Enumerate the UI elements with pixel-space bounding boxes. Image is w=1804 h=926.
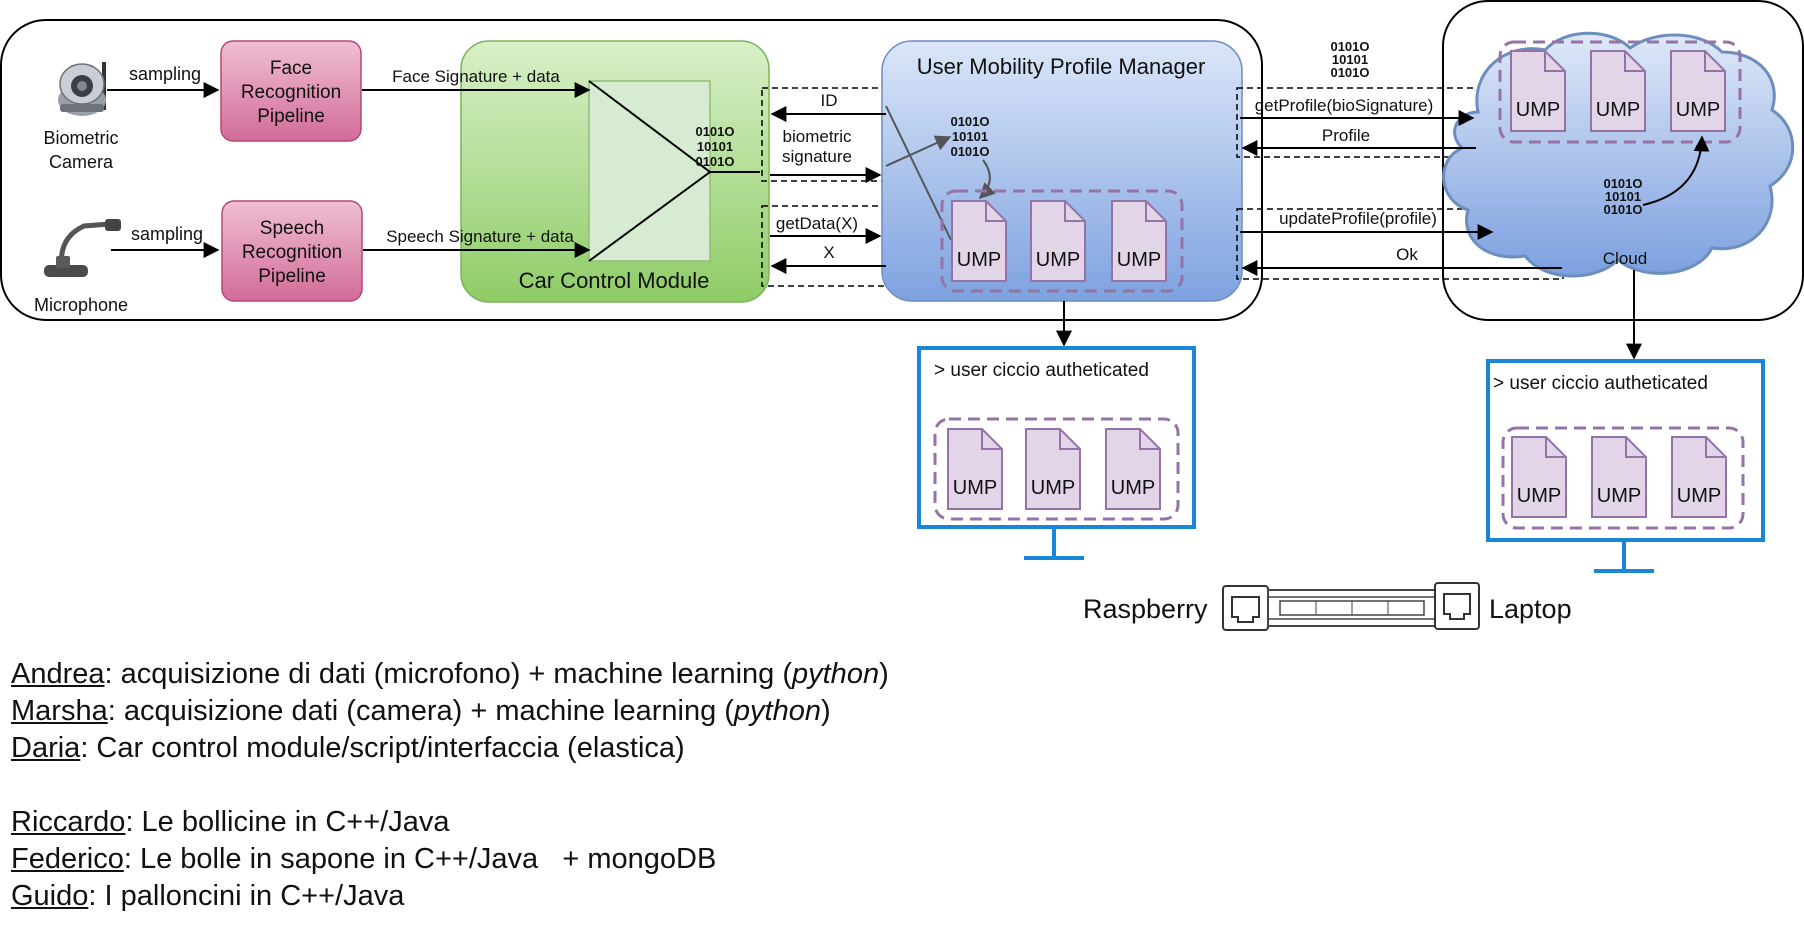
car-control-module-label: Car Control Module: [519, 268, 710, 293]
ok-label: Ok: [1396, 245, 1418, 264]
arrow-x-label: X: [823, 243, 834, 262]
svg-text:UMP: UMP: [1517, 485, 1561, 507]
binary-icon-top: 0101O 10101 0101O: [1330, 39, 1369, 80]
sampling-label-bottom: sampling: [131, 224, 203, 244]
binary-icon-manager: 0101O 10101 0101O: [950, 114, 989, 159]
svg-text:0101O: 0101O: [1330, 65, 1369, 80]
get-profile-label: getProfile(bioSignature): [1255, 96, 1434, 115]
ump-doc-icon: UMP: [1670, 50, 1726, 132]
ump-doc-icon: UMP: [1591, 436, 1647, 518]
svg-text:10101: 10101: [1605, 189, 1641, 204]
ump-doc-icon: UMP: [947, 428, 1003, 510]
ump-doc-icon: UMP: [1510, 50, 1566, 132]
ethernet-port-icon: [1222, 585, 1269, 631]
svg-text:UMP: UMP: [953, 477, 997, 499]
ump-manager-title: User Mobility Profile Manager: [917, 54, 1206, 79]
note-marsha: Marsha: acquisizione dati (camera) + mac…: [11, 695, 831, 727]
ump-doc-icon: UMP: [1111, 200, 1167, 282]
face-pipeline-line-2: Recognition: [241, 82, 341, 103]
ump-doc-icon: UMP: [1671, 436, 1727, 518]
team-notes: Andrea: acquisizione di dati (microfono)…: [11, 656, 889, 915]
svg-text:0101O: 0101O: [1603, 202, 1642, 217]
binary-icon-car: 0101O 10101 0101O: [695, 124, 734, 169]
svg-text:0101O: 0101O: [1330, 39, 1369, 54]
ump-doc-icon: UMP: [1105, 428, 1161, 510]
note-federico: Federico: Le bolle in sapone in C++/Java…: [11, 843, 717, 875]
combiner-box: [588, 80, 711, 262]
ump-doc-icon: UMP: [1590, 50, 1646, 132]
note-andrea: Andrea: acquisizione di dati (microfono)…: [11, 658, 889, 690]
cloud-label: Cloud: [1603, 249, 1647, 268]
svg-text:0101O: 0101O: [695, 124, 734, 139]
arrow-biometric-label-2: signature: [782, 147, 852, 166]
svg-text:UMP: UMP: [1111, 477, 1155, 499]
console-right-text: > user ciccio autheticated: [1493, 373, 1708, 394]
speech-pipeline-line-3: Pipeline: [258, 266, 326, 287]
ump-doc-icon: UMP: [951, 200, 1007, 282]
binary-icon-cloud: 0101O 10101 0101O: [1603, 176, 1642, 217]
svg-text:0101O: 0101O: [1603, 176, 1642, 191]
svg-text:UMP: UMP: [1597, 485, 1641, 507]
svg-text:UMP: UMP: [1516, 99, 1560, 121]
svg-text:0101O: 0101O: [695, 154, 734, 169]
svg-text:10101: 10101: [697, 139, 733, 154]
svg-text:UMP: UMP: [1596, 99, 1640, 121]
sampling-label-top: sampling: [129, 64, 201, 84]
speech-pipeline-line-2: Recognition: [242, 242, 342, 263]
svg-text:UMP: UMP: [1031, 477, 1075, 499]
ump-doc-icon: UMP: [1025, 428, 1081, 510]
arrow-biometric-label-1: biometric: [783, 127, 852, 146]
microphone-label: Microphone: [34, 295, 128, 315]
raspberry-label: Raspberry: [1083, 594, 1208, 624]
camera-icon: [58, 62, 106, 116]
note-daria: Daria: Car control module/script/interfa…: [11, 732, 685, 764]
face-pipeline-line-3: Pipeline: [257, 106, 325, 127]
ump-group-cloud: [1498, 40, 1742, 144]
svg-text:10101: 10101: [1332, 52, 1368, 67]
ump-doc-icon: UMP: [1030, 200, 1086, 282]
svg-text:0101O: 0101O: [950, 144, 989, 159]
arrow-id-label: ID: [821, 91, 838, 110]
svg-text:UMP: UMP: [1036, 249, 1080, 271]
ump-group-console-right: [1501, 426, 1745, 530]
note-guido: Guido: I palloncini in C++/Java: [11, 880, 405, 912]
note-riccardo: Riccardo: Le bollicine in C++/Java: [11, 806, 450, 838]
speech-pipeline-line-1: Speech: [260, 218, 324, 239]
camera-label-2: Camera: [49, 152, 114, 172]
speech-recognition-pipeline: [221, 200, 363, 302]
face-pipeline-line-1: Face: [270, 58, 312, 79]
microphone-icon: [44, 219, 121, 277]
svg-text:0101O: 0101O: [950, 114, 989, 129]
face-recognition-pipeline: [220, 40, 362, 142]
console-left-text: > user ciccio autheticated: [934, 360, 1149, 381]
laptop-label: Laptop: [1489, 594, 1572, 624]
network-switch-icon: [1267, 589, 1437, 627]
update-profile-label: updateProfile(profile): [1279, 209, 1437, 228]
ump-doc-icon: UMP: [1511, 436, 1567, 518]
svg-text:UMP: UMP: [1677, 485, 1721, 507]
arrow-getdata-label: getData(X): [776, 214, 858, 233]
profile-label: Profile: [1322, 126, 1370, 145]
svg-text:UMP: UMP: [1117, 249, 1161, 271]
ethernet-port-icon: [1434, 582, 1480, 630]
speech-signature-label: Speech Signature + data: [386, 227, 574, 246]
svg-text:UMP: UMP: [1676, 99, 1720, 121]
face-signature-label: Face Signature + data: [392, 67, 560, 86]
svg-text:UMP: UMP: [957, 249, 1001, 271]
ump-group-manager: [940, 189, 1184, 293]
svg-text:10101: 10101: [952, 129, 988, 144]
ump-group-console-left: [933, 417, 1180, 521]
camera-label-1: Biometric: [43, 128, 118, 148]
